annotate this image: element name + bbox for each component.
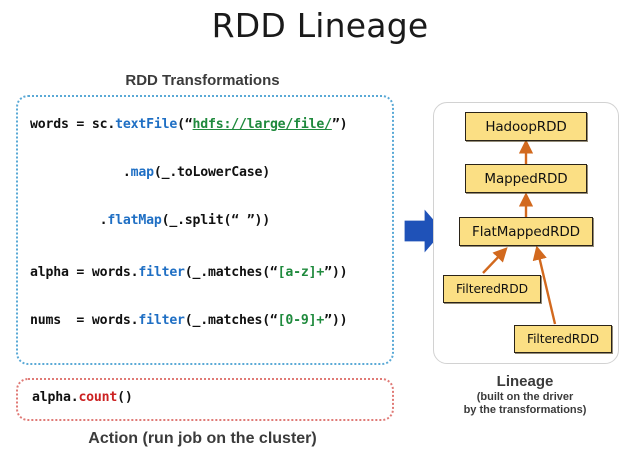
code-segment: [a-z]+ [277,265,325,280]
lineage-node-filtered-rdd-1[interactable]: FilteredRDD [443,275,541,303]
code-segment: map [130,165,154,180]
code-segment: (_.toLowerCase) [153,165,270,180]
code-line-count: alpha.count() [32,390,133,405]
lineage-subtitle: (built on the driver by the transformati… [424,391,626,416]
code-segment: (_.matches(“ [184,313,278,328]
lineage-node-mapped-rdd[interactable]: MappedRDD [465,164,587,193]
code-line-words: words = sc.textFile(“hdfs://large/file/”… [30,117,348,132]
action-caption: Action (run job on the cluster) [88,430,317,447]
code-segment: (_.matches(“ [184,265,278,280]
lineage-subtitle-line2: by the transformations) [463,403,587,416]
lineage-node-flatmapped-rdd[interactable]: FlatMappedRDD [459,217,593,246]
code-segment: alpha. [32,390,79,405]
code-segment: flatMap [107,213,162,228]
code-segment: nums = words. [30,313,139,328]
code-line-nums: nums = words.filter(_.matches(“[0-9]+”)) [30,313,348,328]
code-segment: () [117,390,133,405]
lineage-node-hadoop-rdd[interactable]: HadoopRDD [465,112,587,141]
code-line-flatmap: .flatMap(_.split(“ ”)) [30,213,271,228]
code-segment: alpha = words. [30,265,139,280]
code-segment: hdfs://large/file/ [192,117,333,132]
code-segment: textFile [115,117,178,132]
lineage-title: Lineage [496,373,554,390]
code-line-alpha: alpha = words.filter(_.matches(“[a-z]+”)… [30,265,348,280]
action-code-box: alpha.count() [16,378,394,421]
code-segment: filter [138,265,185,280]
page-title: RDD Lineage [211,6,429,45]
code-segment: . [30,165,131,180]
code-segment: [0-9]+ [277,313,325,328]
code-segment: count [78,390,118,405]
code-segment: filter [138,313,185,328]
code-segment: . [30,213,108,228]
code-segment: ”)) [324,265,348,280]
code-segment: (_.split(“ ”)) [161,213,271,228]
code-line-map: .map(_.toLowerCase) [30,165,270,180]
transformations-code-box: words = sc.textFile(“hdfs://large/file/”… [16,95,394,365]
code-segment: (“ [177,117,193,132]
lineage-node-filtered-rdd-2[interactable]: FilteredRDD [514,325,612,353]
code-segment: words = sc. [30,117,116,132]
transformations-caption: RDD Transformations [125,72,280,89]
code-segment: ”)) [324,313,348,328]
code-segment: ”) [331,117,348,132]
lineage-subtitle-line1: (built on the driver [476,391,574,403]
